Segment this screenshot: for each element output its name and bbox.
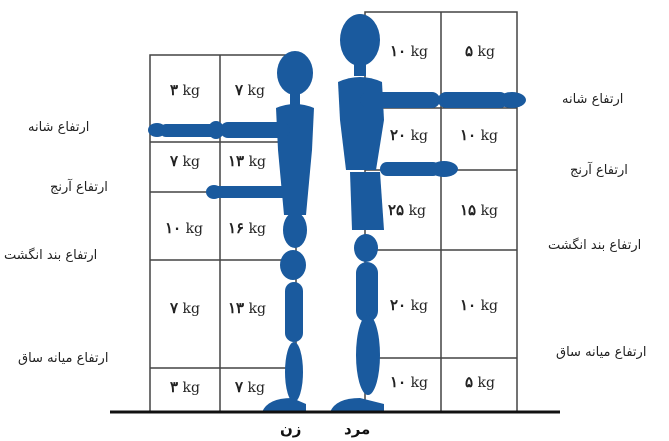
woman-shin — [285, 282, 303, 342]
woman-weight: ۷ kg — [235, 81, 265, 99]
woman-weight: ۱۳ kg — [228, 152, 266, 170]
man-upper-arm — [360, 92, 440, 108]
woman-forearm-front — [160, 124, 218, 137]
woman-weight: ۳ kg — [170, 81, 200, 99]
man-weight: ۲۰ kg — [390, 296, 428, 314]
woman-weight: ۷ kg — [170, 299, 200, 317]
woman-weight: ۱۳ kg — [228, 299, 266, 317]
woman-weight: ۱۶ kg — [228, 219, 266, 237]
man-label: مرد — [344, 420, 370, 438]
label-shoulder-right: ارتفاع شانه — [562, 92, 623, 107]
man-weight: ۲۵ kg — [388, 201, 426, 219]
label-midshin-right: ارتفاع میانه ساق — [556, 345, 646, 360]
man-weight: ۵ kg — [465, 42, 495, 60]
woman-arm-lower — [212, 186, 290, 198]
man-weight: ۱۰ kg — [460, 126, 498, 144]
man-torso — [338, 77, 384, 170]
woman-weight: ۳ kg — [170, 378, 200, 396]
woman-upper-arm-front — [220, 122, 290, 138]
woman-head — [277, 51, 313, 95]
man-head — [340, 14, 380, 66]
label-knuckle-right: ارتفاع بند انگشت — [548, 238, 641, 253]
woman-knee — [280, 250, 306, 280]
man-weight: ۱۰ kg — [390, 42, 428, 60]
woman-label: زن — [280, 420, 301, 438]
man-weight: ۵ kg — [465, 373, 495, 391]
man-shin — [356, 262, 378, 322]
man-forearm — [438, 92, 508, 108]
man-weight: ۱۰ kg — [390, 373, 428, 391]
woman-torso — [276, 104, 314, 215]
woman-weight: ۱۰ kg — [165, 219, 203, 237]
label-shoulder-left: ارتفاع شانه — [28, 120, 89, 135]
label-midshin-left: ارتفاع میانه ساق — [18, 351, 108, 366]
man-weight: ۱۵ kg — [460, 201, 498, 219]
man-weight: ۱۰ kg — [460, 296, 498, 314]
label-elbow-right: ارتفاع آرنج — [570, 163, 628, 178]
woman-weight: ۷ kg — [170, 152, 200, 170]
woman-weight: ۷ kg — [235, 378, 265, 396]
label-elbow-left: ارتفاع آرنج — [50, 180, 108, 195]
label-knuckle-left: ارتفاع بند انگشت — [4, 248, 97, 263]
man-weight: ۲۰ kg — [390, 126, 428, 144]
man-knee — [354, 234, 378, 262]
